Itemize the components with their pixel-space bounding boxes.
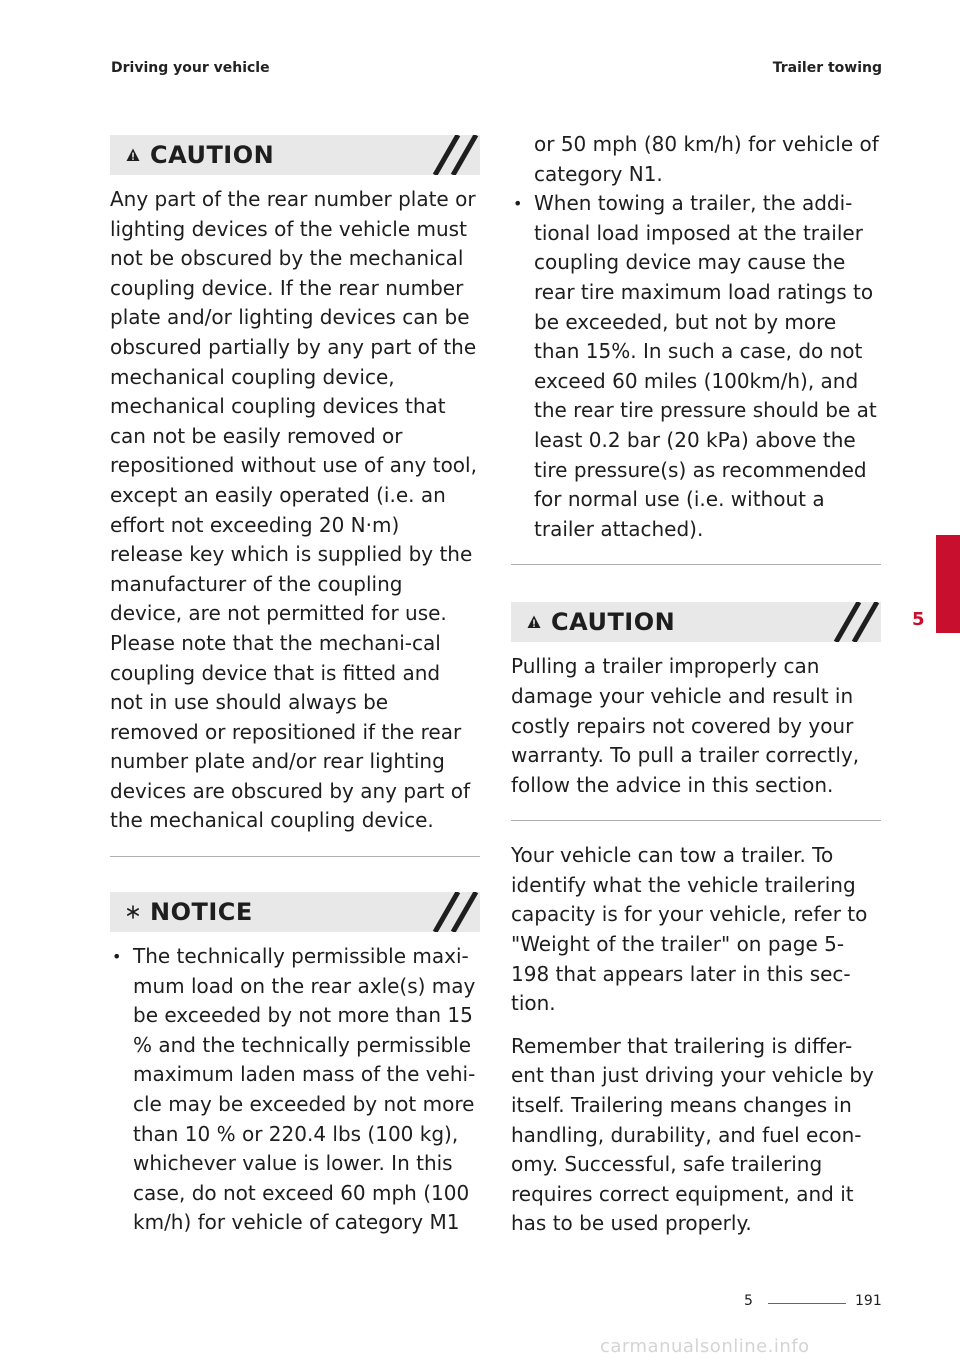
left-column: CAUTION Any part of the rear number plat… (110, 135, 480, 1238)
footer-divider (768, 1303, 846, 1304)
footer-page-number: 191 (855, 1293, 882, 1309)
caution-text: Any part of the rear number plate or lig… (110, 187, 477, 833)
body-paragraph: Your vehicle can tow a trailer. To ident… (511, 843, 868, 1016)
bullet-glyph: • (112, 947, 122, 967)
running-header-section: Trailer towing (772, 60, 882, 76)
notice-label: NOTICE (150, 898, 253, 927)
list-item: • The technically permissible maxi-mum l… (110, 942, 480, 1238)
section-divider (511, 820, 881, 822)
body-paragraph: Remember that trailering is differ-ent t… (511, 1033, 874, 1236)
notice-asterisk-icon (126, 905, 139, 919)
caution-text: Pulling a trailer improperly can damage … (511, 654, 860, 797)
right-column: or 50 mph (80 km/h) for vehicle of categ… (511, 130, 881, 1239)
warning-triangle-icon (527, 615, 541, 629)
section-divider (511, 564, 881, 566)
notice-bullet-list-continued: • When towing a trailer, the addi-tional… (511, 189, 881, 544)
notice-banner: NOTICE (110, 892, 480, 933)
notice-bullet-text: The technically permissible maxi-mum loa… (133, 944, 476, 1235)
caution-banner: CAUTION (110, 135, 480, 175)
running-header-chapter: Driving your vehicle (111, 60, 270, 76)
diagonal-stripes-decoration (833, 602, 880, 643)
caution-label: CAUTION (150, 141, 275, 169)
diagonal-stripes-decoration (432, 135, 479, 175)
chapter-side-number: 5 (912, 609, 925, 630)
footer-chapter-number: 5 (744, 1293, 753, 1309)
notice-bullet-list: • The technically permissible maxi-mum l… (110, 942, 480, 1238)
chapter-side-tab (936, 535, 960, 633)
bullet-glyph: • (513, 194, 523, 214)
caution-banner: CAUTION (511, 602, 881, 643)
diagonal-stripes-decoration (432, 892, 479, 933)
section-divider (110, 856, 480, 858)
continued-bullet-text: or 50 mph (80 km/h) for vehicle of categ… (534, 132, 879, 186)
list-item: • When towing a trailer, the addi-tional… (511, 189, 881, 544)
warning-triangle-icon (126, 148, 140, 161)
watermark-text: carmanualsonline.info (600, 1336, 810, 1357)
caution-label: CAUTION (551, 608, 676, 637)
notice-bullet-text: When towing a trailer, the addi-tional l… (534, 191, 877, 541)
